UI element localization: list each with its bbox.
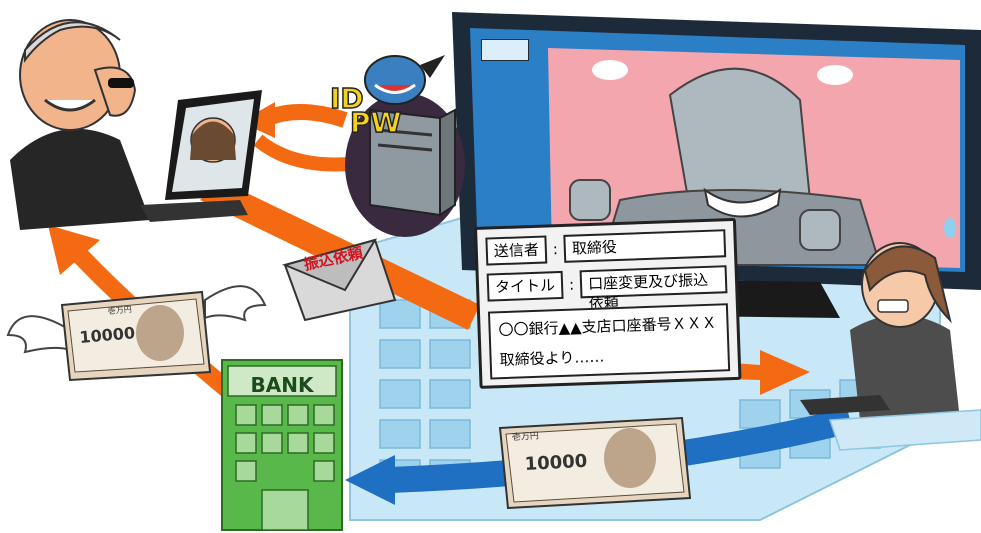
office-worker-figure — [800, 218, 981, 451]
sender-value: 取締役 — [563, 229, 727, 263]
email-window: 送信者 : 取締役 タイトル : 口座変更及び振込依頼 〇〇銀行▲▲支店口座番号… — [474, 217, 742, 389]
envelope-icon — [281, 238, 397, 322]
bank-sign: BANK — [250, 373, 314, 397]
bank-building-icon — [221, 359, 343, 531]
arrow-email-to-office-worker — [690, 350, 810, 395]
server-icon — [345, 93, 465, 237]
sender-label: 送信者 — [485, 235, 548, 266]
banknote-icon — [498, 416, 692, 510]
title-value: 口座変更及び振込依頼 — [579, 265, 728, 313]
angry-executive-figure — [569, 60, 882, 266]
banknote-value-bottom: 10000 — [524, 451, 588, 475]
email-title-row: タイトル : 口座変更及び振込依頼 — [486, 265, 728, 313]
banknote-corner-bottom: 壱万円 — [512, 430, 540, 443]
separator: : — [568, 275, 575, 294]
email-body-line2: 取締役より…… — [499, 347, 605, 370]
email-sender-row: 送信者 : 取締役 — [485, 229, 727, 266]
banknote-value-left: 10000 — [79, 323, 136, 347]
laptop-icon — [140, 90, 262, 222]
separator: : — [552, 240, 559, 259]
title-label: タイトル — [486, 270, 564, 302]
criminal-figure — [10, 19, 150, 230]
email-body: 〇〇銀行▲▲支店口座番号ＸＸＸ 取締役より…… — [487, 303, 731, 380]
pw-label: PW — [350, 106, 402, 139]
devil-icon — [364, 55, 445, 105]
banknote-corner-left: 壱万円 — [107, 304, 132, 316]
id-label: ID — [330, 82, 364, 115]
banknote-icon — [6, 285, 267, 382]
